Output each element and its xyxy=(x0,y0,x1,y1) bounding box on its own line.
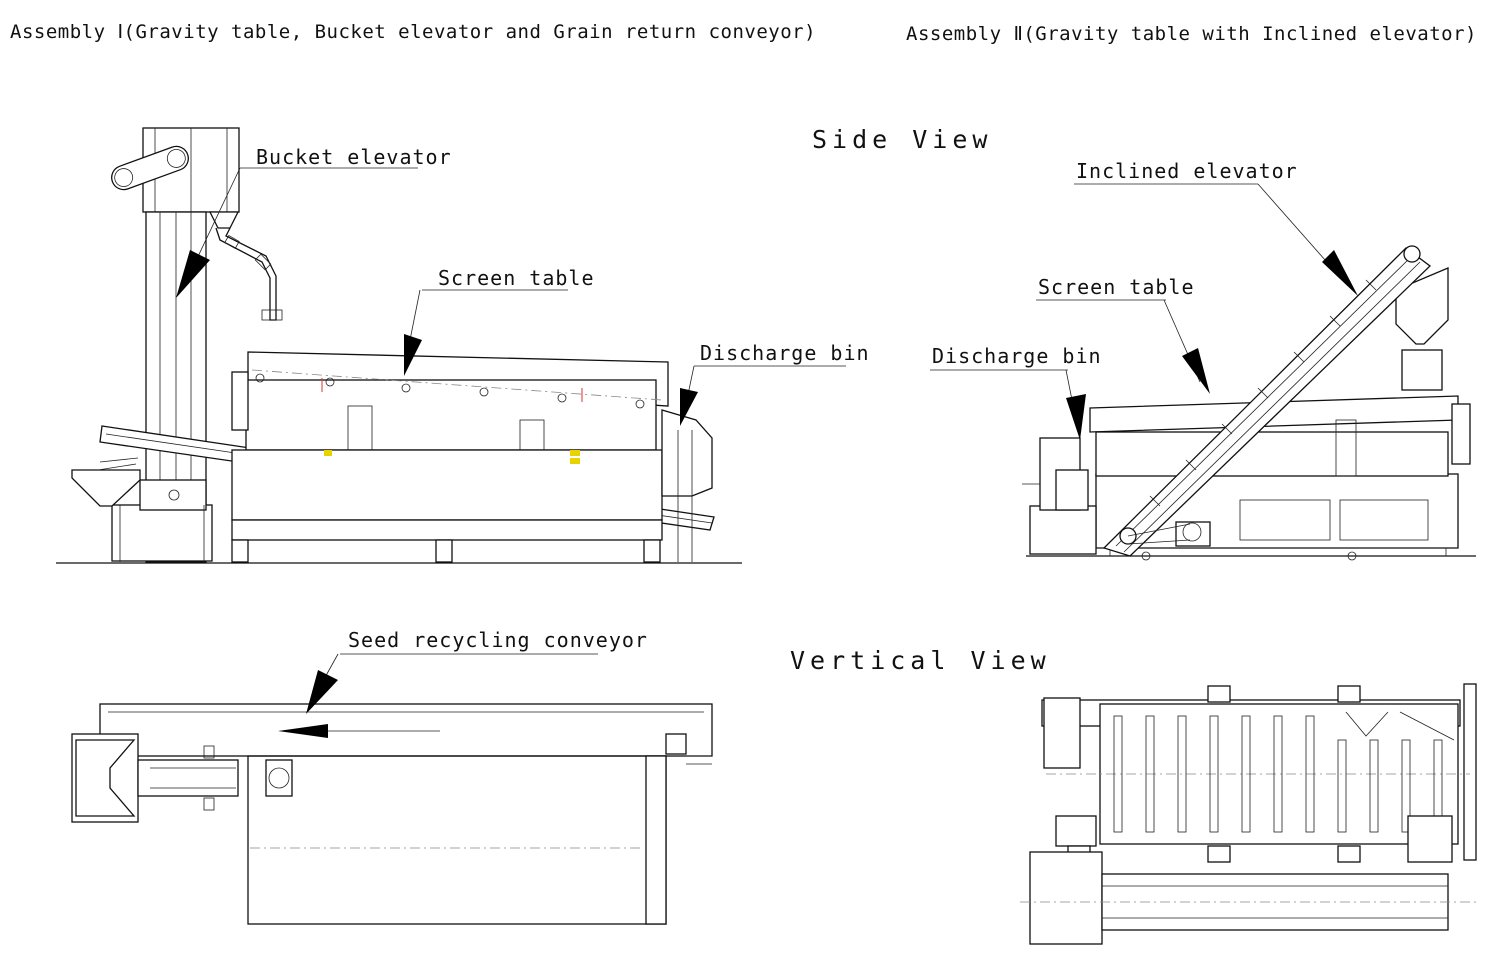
callout-discharge-bin-2: Discharge bin xyxy=(932,344,1102,368)
assembly-1-title: Assembly Ⅰ(Gravity table, Bucket elevato… xyxy=(10,21,816,43)
callout-seed-recycling-conveyor: Seed recycling conveyor xyxy=(348,628,648,652)
assembly-2-side-view xyxy=(930,183,1476,561)
callout-discharge-bin-1: Discharge bin xyxy=(700,341,870,365)
callout-screen-table-2: Screen table xyxy=(1038,275,1195,299)
side-view-label: Side View xyxy=(812,125,992,154)
screen-deck-ribs xyxy=(1113,715,1443,833)
assembly-1-side-view xyxy=(56,127,846,564)
elevator-flights xyxy=(1149,279,1377,507)
assembly-2-vertical-view xyxy=(1020,683,1477,945)
screen-table-feet xyxy=(255,373,645,409)
assembly-1-vertical-view xyxy=(71,653,713,925)
assembly-2-title: Assembly Ⅱ(Gravity table with Inclined e… xyxy=(906,23,1477,45)
vertical-view-label: Vertical View xyxy=(790,646,1051,675)
callout-inclined-elevator: Inclined elevator xyxy=(1076,159,1298,183)
callout-screen-table-1: Screen table xyxy=(438,266,595,290)
callout-bucket-elevator: Bucket elevator xyxy=(256,145,452,169)
